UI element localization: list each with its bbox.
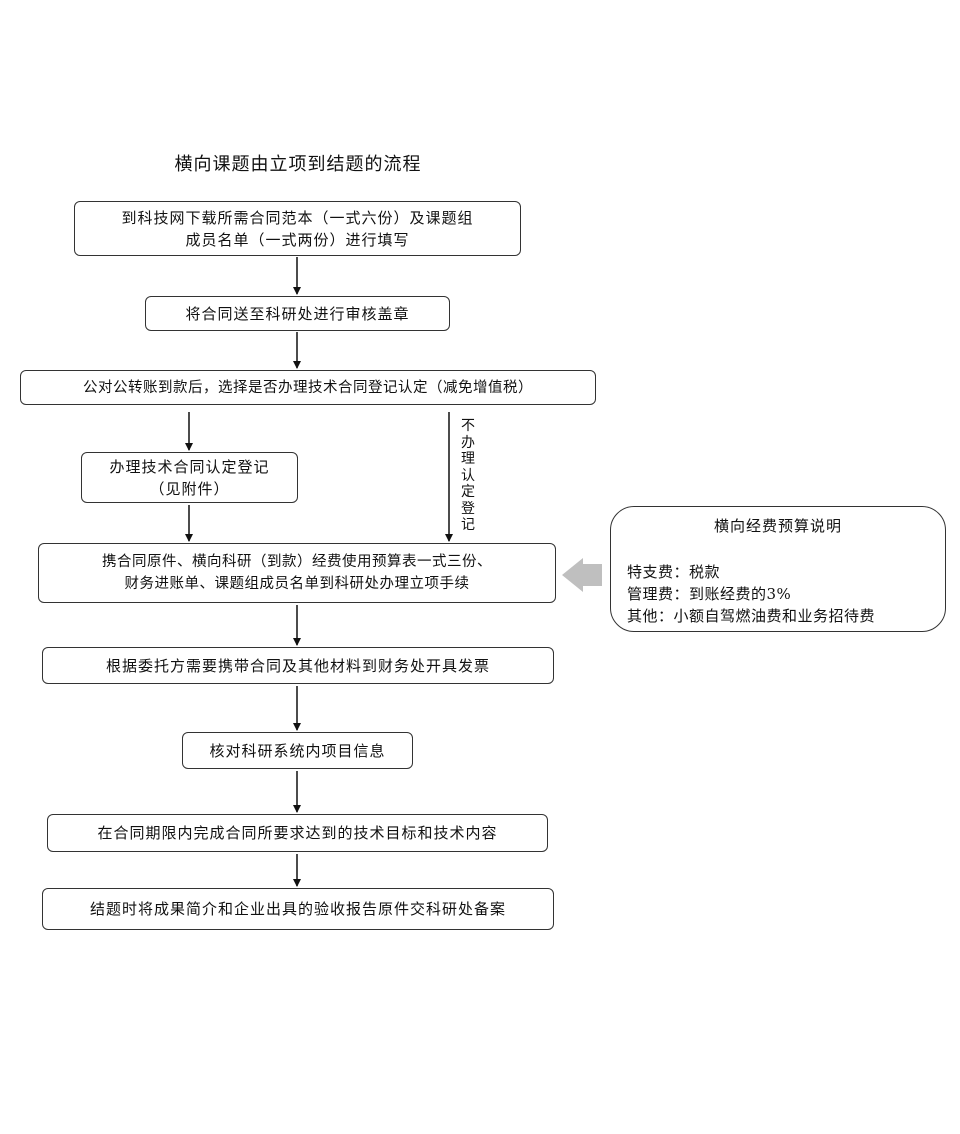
step-seal-label: 将合同送至科研处进行审核盖章 [185,304,410,323]
step-closing-label: 结题时将成果简介和企业出具的验收报告原件交科研处备案 [89,900,506,918]
step-download-line2: 成员名单（一式两份）进行填写 [185,230,410,249]
step-closing: 结题时将成果简介和企业出具的验收报告原件交科研处备案 [42,888,554,930]
step-register-line1: 办理技术合同认定登记 [109,457,270,476]
step-project-line1: 携合同原件、横向科研（到款）经费使用预算表一式三份、 [102,554,492,570]
budget-line-management: 管理费：到账经费的3% [627,585,792,603]
budget-note: 横向经费预算说明 特支费：税款 管理费：到账经费的3% 其他：小额自驾燃油费和业… [610,506,946,632]
diagram-title: 横向课题由立项到结题的流程 [174,154,422,175]
step-register-line2: （见附件） [149,479,230,498]
budget-title: 横向经费预算说明 [713,517,842,535]
step-invoice-label: 根据委托方需要携带合同及其他材料到财务处开具发票 [105,656,490,675]
step-download-contract: 到科技网下载所需合同范本（一式六份）及课题组 成员名单（一式两份）进行填写 [74,201,521,256]
step-seal-review: 将合同送至科研处进行审核盖章 [145,296,450,331]
budget-line-other: 其他：小额自驾燃油费和业务招待费 [627,607,876,625]
step-project-setup: 携合同原件、横向科研（到款）经费使用预算表一式三份、 财务进账单、课题组成员名单… [38,543,556,603]
step-verify-label: 核对科研系统内项目信息 [209,741,386,760]
no-register-branch-label: 不办理认定登记 [461,418,475,533]
budget-arrow-icon [562,558,602,592]
step-decision-label: 公对公转账到款后，选择是否办理技术合同登记认定（减免增值税） [83,379,533,396]
step-decision: 公对公转账到款后，选择是否办理技术合同登记认定（减免增值税） [20,370,596,405]
step-register: 办理技术合同认定登记 （见附件） [81,452,298,503]
step-project-line2: 财务进账单、课题组成员名单到科研处办理立项手续 [124,576,470,592]
step-complete-label: 在合同期限内完成合同所要求达到的技术目标和技术内容 [97,824,498,842]
step-complete: 在合同期限内完成合同所要求达到的技术目标和技术内容 [47,814,548,852]
step-invoice: 根据委托方需要携带合同及其他材料到财务处开具发票 [42,647,554,684]
step-verify: 核对科研系统内项目信息 [182,732,413,769]
budget-line-special: 特支费：税款 [627,563,721,581]
step-download-line1: 到科技网下载所需合同范本（一式六份）及课题组 [121,208,474,227]
